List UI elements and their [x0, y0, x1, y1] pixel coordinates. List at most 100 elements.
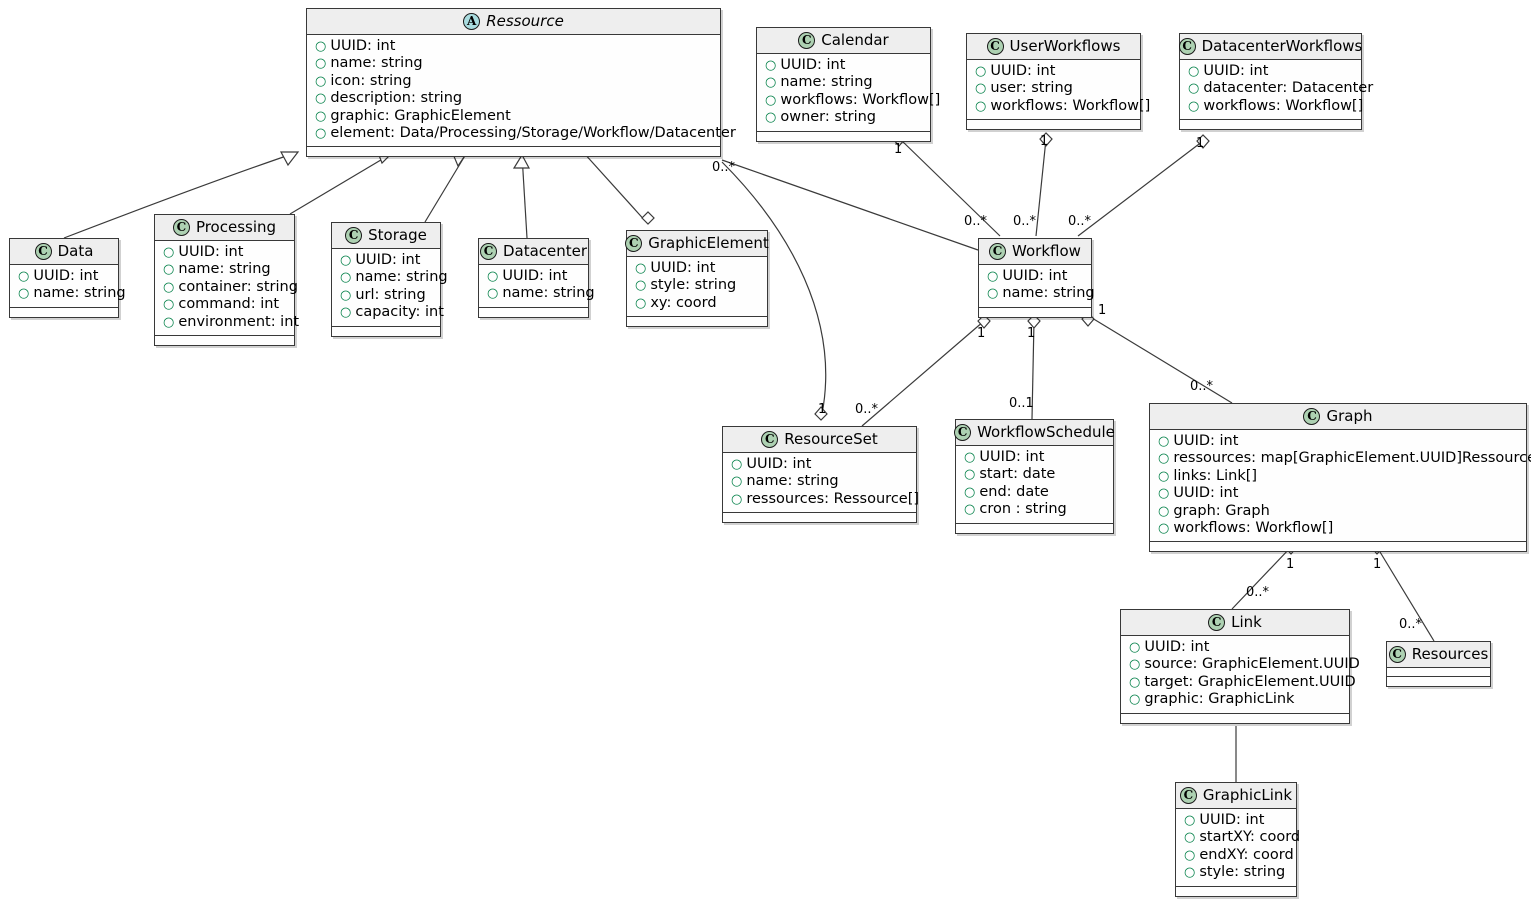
attribute-text: icon: string	[330, 72, 412, 89]
attribute-row: ○UUID: int	[161, 244, 288, 261]
attributes-compartment-calendar: ○UUID: int○name: string○workflows: Workf…	[757, 54, 940, 132]
attribute-text: endXY: coord	[1199, 846, 1294, 863]
visibility-public-icon: ○	[1184, 847, 1196, 863]
visibility-public-icon: ○	[964, 467, 976, 483]
visibility-public-icon: ○	[315, 108, 327, 124]
class-name-datacenterworkflows: DatacenterWorkflows	[1201, 37, 1363, 55]
attribute-text: url: string	[355, 286, 426, 303]
attribute-row: ○name: string	[16, 285, 126, 302]
visibility-public-icon: ○	[975, 81, 987, 97]
attribute-text: capacity: int	[355, 304, 444, 321]
attributes-compartment-link: ○UUID: int○source: GraphicElement.UUID○t…	[1121, 636, 1360, 714]
attribute-text: target: GraphicElement.UUID	[1144, 673, 1356, 690]
visibility-public-icon: ○	[340, 253, 352, 268]
visibility-public-icon: ○	[18, 269, 30, 284]
aggregation-diamond-graphicelement	[641, 211, 655, 225]
attribute-text: name: string	[330, 55, 423, 72]
attributes-compartment-datacenterworkflows: ○UUID: int○datacenter: Datacenter○workfl…	[1180, 60, 1373, 121]
attributes-compartment-processing: ○UUID: int○name: string○container: strin…	[155, 241, 299, 337]
attribute-row: ○environment: int	[161, 314, 299, 331]
attribute-text: graphic: GraphicLink	[1144, 691, 1295, 708]
visibility-public-icon: ○	[731, 491, 743, 507]
attribute-row: ○style: string	[633, 277, 761, 294]
attribute-row: ○name: string	[729, 473, 910, 490]
attribute-row: ○datacenter: Datacenter	[1186, 80, 1373, 97]
visibility-public-icon: ○	[765, 92, 777, 108]
visibility-public-icon: ○	[1158, 468, 1170, 484]
class-icon: C	[345, 226, 363, 244]
attribute-text: name: string	[502, 285, 595, 302]
attribute-text: ressources: map[GraphicElement.UUID]Ress…	[1173, 450, 1531, 467]
attribute-row: ○source: GraphicElement.UUID	[1127, 656, 1360, 673]
multiplicity-label: 1	[1040, 134, 1049, 149]
attributes-compartment-graphicelement: ○UUID: int○style: string○xy: coord	[627, 257, 767, 318]
attribute-text: links: Link[]	[1173, 467, 1258, 484]
attribute-text: source: GraphicElement.UUID	[1144, 656, 1360, 673]
attributes-compartment-workflow: ○UUID: int○name: string	[979, 265, 1095, 308]
visibility-public-icon: ○	[975, 64, 987, 79]
visibility-public-icon: ○	[340, 270, 352, 286]
attribute-row: ○endXY: coord	[1182, 846, 1294, 864]
attribute-row: ○url: string	[338, 287, 434, 304]
attribute-row: ○target: GraphicElement.UUID	[1127, 674, 1356, 691]
visibility-public-icon: ○	[635, 278, 647, 294]
attribute-text: command: int	[178, 296, 280, 313]
attribute-row: ○user: string	[973, 80, 1134, 97]
attribute-text: UUID: int	[650, 260, 716, 276]
attribute-text: UUID: int	[330, 38, 396, 54]
attribute-row: ○xy: coord	[633, 295, 761, 312]
class-icon: C	[761, 430, 779, 448]
attribute-row: ○name: string	[313, 55, 714, 72]
multiplicity-label: 0..*	[964, 214, 988, 229]
attribute-text: UUID: int	[1203, 63, 1269, 79]
class-name-link: Link	[1231, 613, 1262, 631]
attributes-compartment-datacenter: ○UUID: int○name: string	[479, 265, 595, 308]
visibility-public-icon: ○	[340, 287, 352, 303]
methods-compartment-calendar	[757, 131, 930, 141]
methods-compartment-workflow	[979, 307, 1091, 317]
visibility-public-icon: ○	[1129, 692, 1141, 708]
attributes-compartment-ressource: ○UUID: int○name: string○icon: string○des…	[307, 35, 736, 148]
attribute-text: UUID: int	[1173, 485, 1239, 502]
methods-compartment-resources	[1387, 677, 1490, 686]
attribute-text: style: string	[1199, 864, 1286, 881]
multiplicity-label: 1	[1098, 303, 1107, 318]
attribute-row: ○capacity: int	[338, 304, 444, 321]
attribute-row: ○UUID: int	[16, 268, 112, 285]
class-name-graph: Graph	[1326, 407, 1373, 425]
attribute-text: owner: string	[780, 109, 877, 126]
class-name-graphicelement: GraphicElement	[648, 234, 769, 252]
methods-compartment-datacenter	[479, 307, 588, 317]
class-name-userworkflows: UserWorkflows	[1009, 37, 1121, 55]
attribute-row: ○UUID: int	[763, 57, 924, 74]
class-icon: C	[798, 31, 816, 49]
attribute-row: ○start: date	[962, 466, 1107, 483]
visibility-public-icon: ○	[635, 295, 647, 311]
attribute-row: ○ressources: Ressource[]	[729, 491, 919, 508]
attributes-compartment-storage: ○UUID: int○name: string○url: string○capa…	[332, 249, 448, 327]
attribute-row: ○graphic: GraphicElement	[313, 108, 714, 125]
